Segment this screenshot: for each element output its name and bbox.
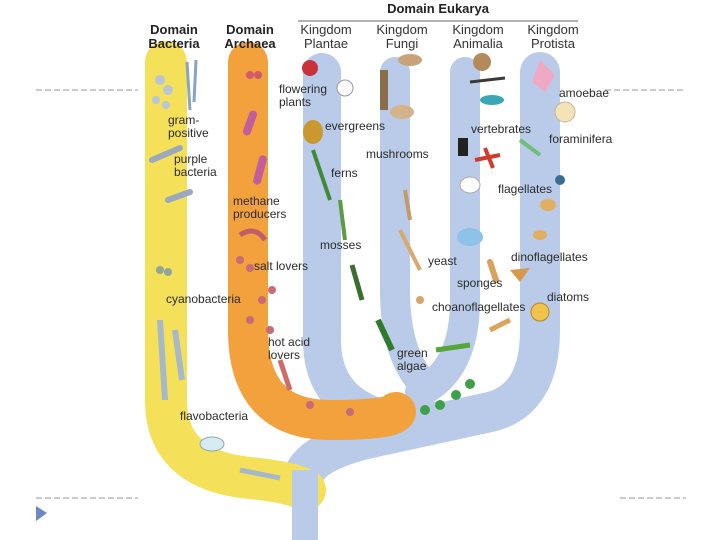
label-purple-bacteria-2: bacteria bbox=[174, 165, 217, 179]
label-diatoms: diatoms bbox=[547, 290, 589, 304]
label-hot-acid-lovers-1: hot acid bbox=[268, 335, 310, 349]
label-cyanobacteria: cyanobacteria bbox=[166, 292, 241, 306]
kingdom-protista-label-1: Kingdom bbox=[527, 22, 578, 37]
play-triangle-icon[interactable] bbox=[36, 506, 47, 521]
label-flavobacteria: flavobacteria bbox=[180, 409, 248, 423]
tree-trunk bbox=[292, 470, 318, 540]
kingdom-plantae-label-1: Kingdom bbox=[300, 22, 351, 37]
label-foraminifera: foraminifera bbox=[549, 132, 613, 146]
label-green-algae-2: algae bbox=[397, 359, 427, 373]
eukarya-branches bbox=[286, 52, 560, 490]
label-vertebrates: vertebrates bbox=[471, 122, 531, 136]
label-dinoflagellates: dinoflagellates bbox=[511, 250, 588, 264]
domain-bacteria-label-2: Bacteria bbox=[148, 36, 200, 51]
header-labels: Domain Eukarya Domain Bacteria Domain Ar… bbox=[148, 1, 578, 51]
label-flagellates: flagellates bbox=[498, 182, 552, 196]
label-methane-producers-2: producers bbox=[233, 207, 286, 221]
label-gram-positive-1: gram- bbox=[168, 113, 199, 127]
domain-archaea-label-1: Domain bbox=[226, 22, 274, 37]
label-mosses: mosses bbox=[320, 238, 361, 252]
organism-cells bbox=[149, 53, 576, 481]
label-choanoflagellates: choanoflagellates bbox=[432, 300, 525, 314]
label-amoebae: amoebae bbox=[559, 86, 609, 100]
label-purple-bacteria-1: purple bbox=[174, 152, 208, 166]
label-ferns: ferns bbox=[331, 166, 358, 180]
kingdom-plantae-label-2: Plantae bbox=[304, 36, 348, 51]
label-gram-positive-2: positive bbox=[168, 126, 209, 140]
kingdom-protista-label-2: Protista bbox=[531, 36, 576, 51]
label-hot-acid-lovers-2: lovers bbox=[268, 348, 300, 362]
kingdom-animalia-label-2: Animalia bbox=[453, 36, 504, 51]
domain-eukarya-label: Domain Eukarya bbox=[387, 1, 490, 16]
label-sponges: sponges bbox=[457, 276, 502, 290]
label-mushrooms: mushrooms bbox=[366, 147, 429, 161]
label-methane-producers-1: methane bbox=[233, 194, 280, 208]
label-flowering-plants-1: flowering bbox=[279, 82, 327, 96]
kingdom-fungi-label-2: Fungi bbox=[386, 36, 419, 51]
label-yeast: yeast bbox=[428, 254, 457, 268]
domain-archaea-label-2: Archaea bbox=[224, 36, 276, 51]
kingdom-animalia-label-1: Kingdom bbox=[452, 22, 503, 37]
label-salt-lovers: salt lovers bbox=[254, 259, 308, 273]
kingdom-fungi-label-1: Kingdom bbox=[376, 22, 427, 37]
bacteria-branch bbox=[145, 41, 326, 511]
domain-bacteria-label-1: Domain bbox=[150, 22, 198, 37]
label-green-algae-1: green bbox=[397, 346, 428, 360]
group-labels: gram- positive purple bacteria cyanobact… bbox=[166, 82, 613, 423]
archaea-branch bbox=[228, 42, 416, 441]
label-flowering-plants-2: plants bbox=[279, 95, 311, 109]
label-evergreens: evergreens bbox=[325, 119, 385, 133]
